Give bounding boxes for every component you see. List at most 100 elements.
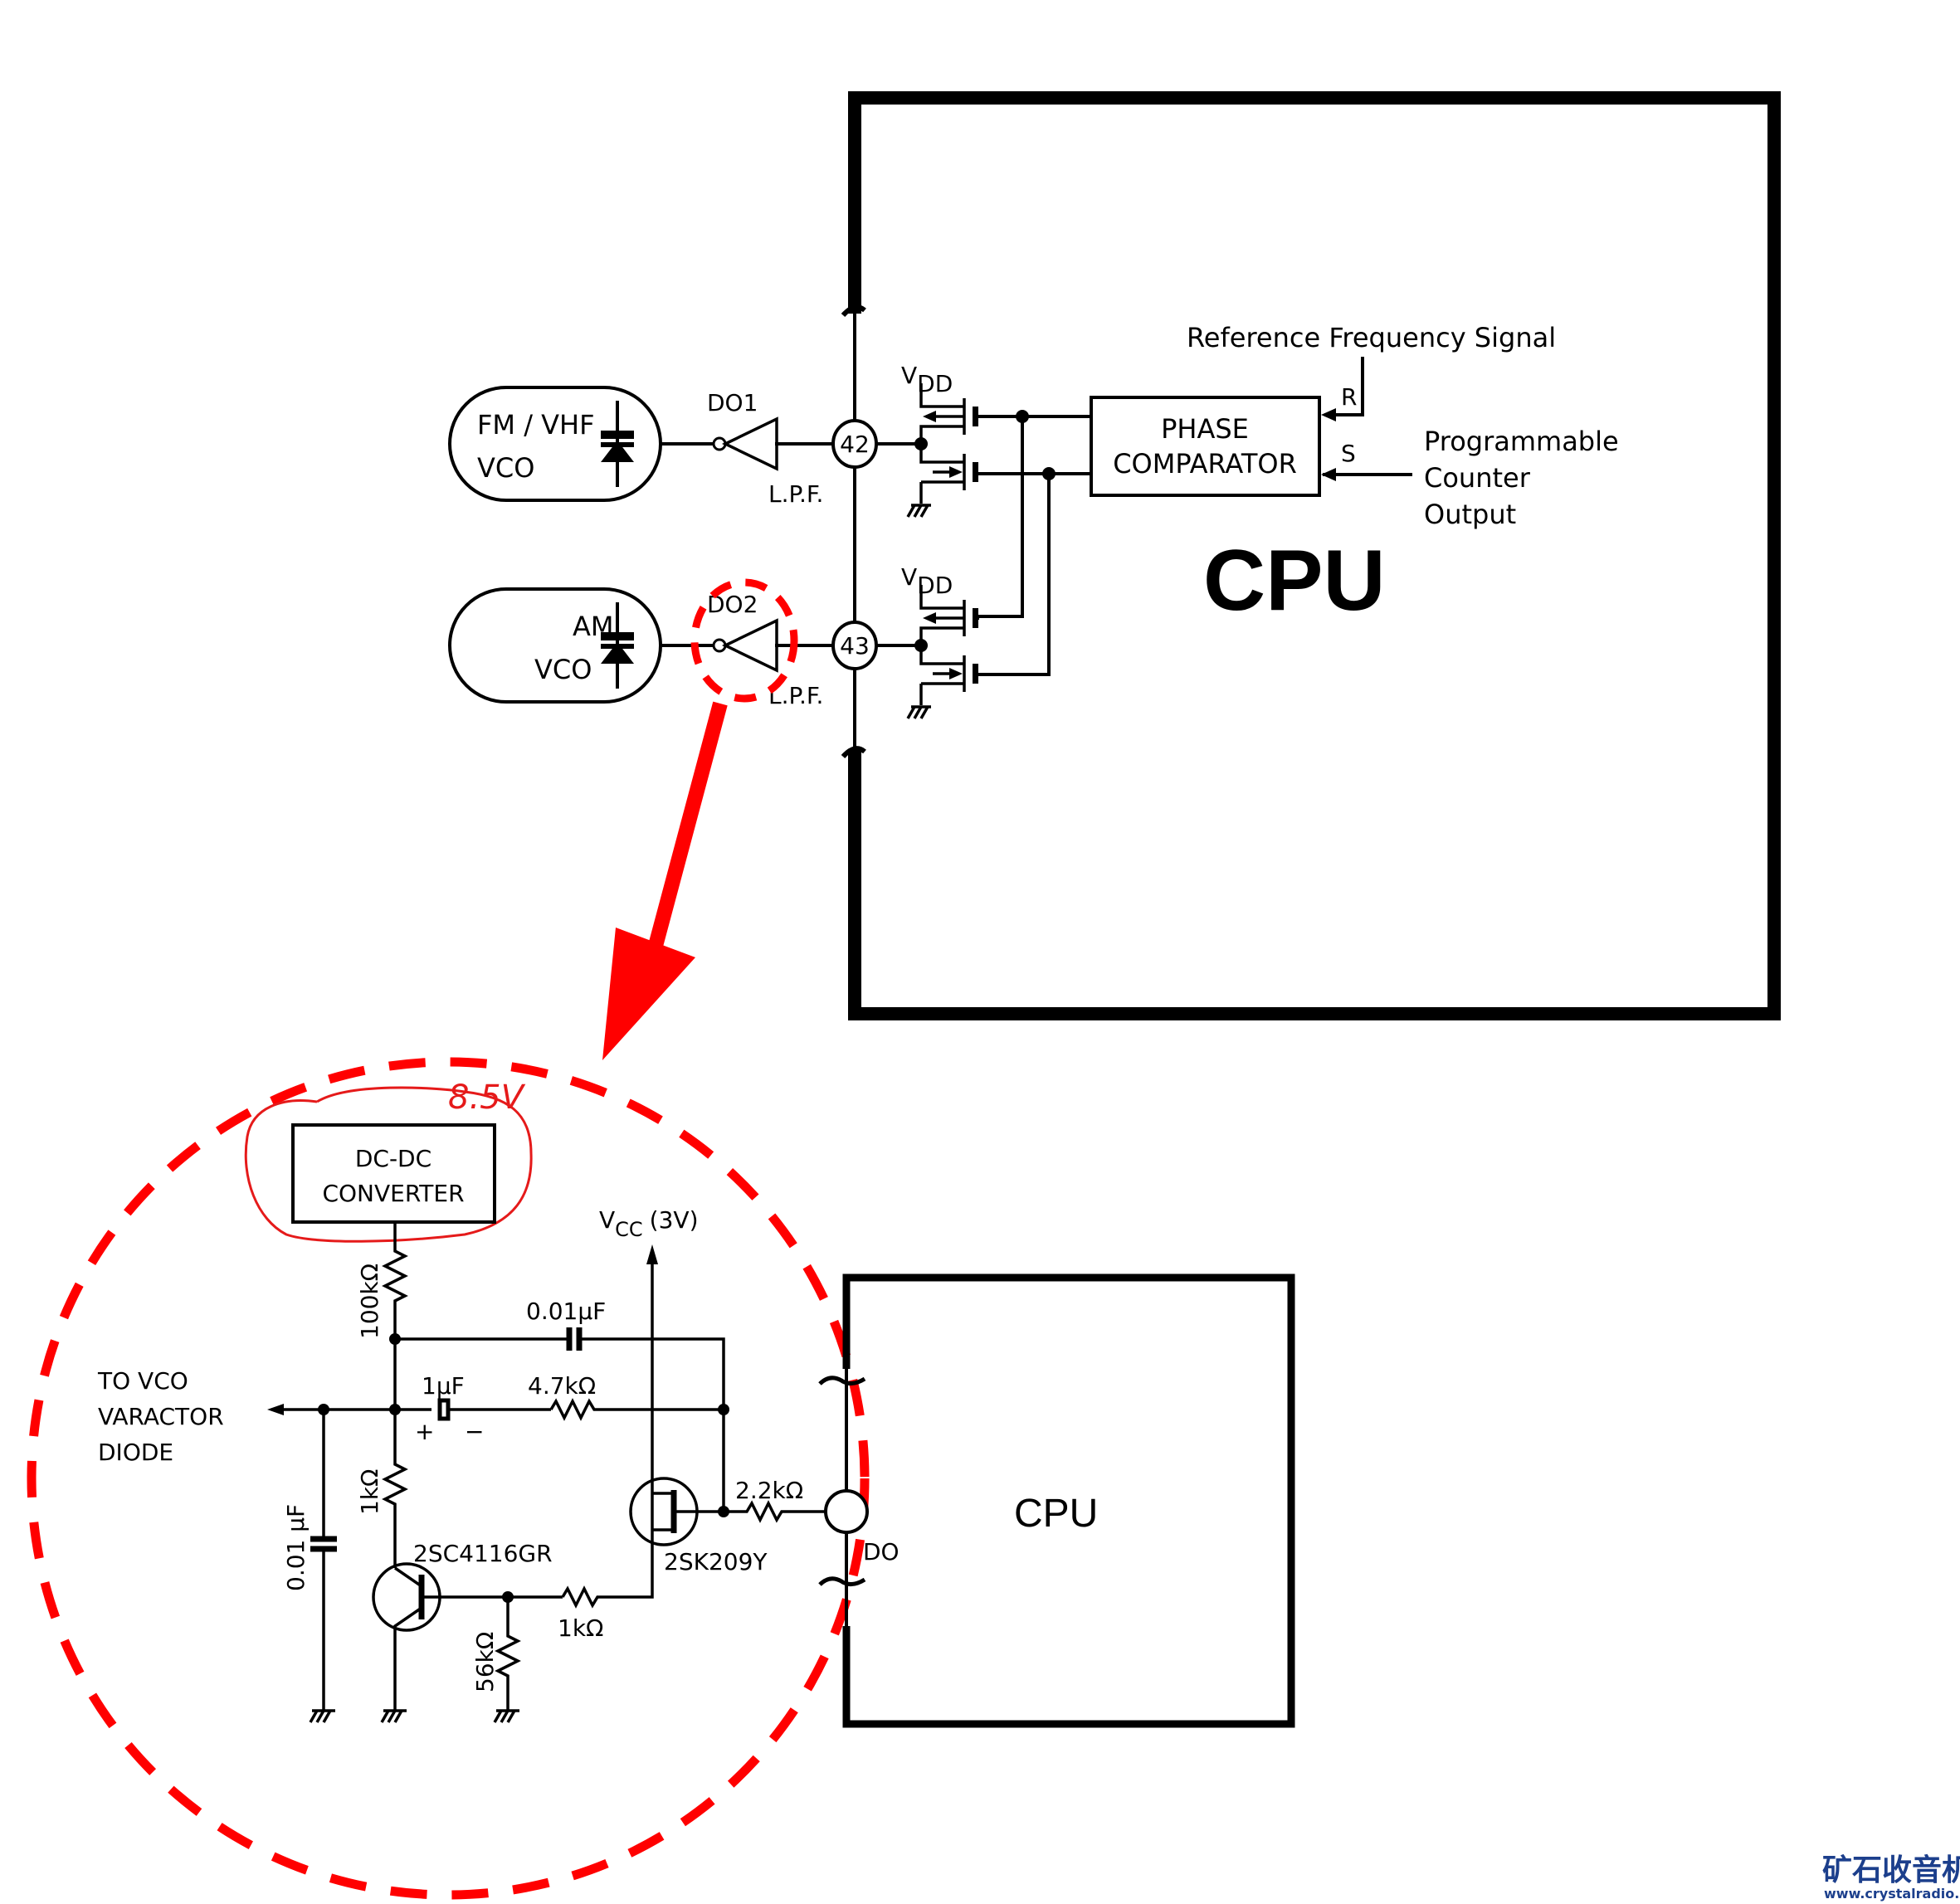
- varactor-plate-icon: [601, 632, 634, 640]
- transistor-q1-label: 2SC4116GR: [413, 1540, 553, 1567]
- output-arrow: [267, 1404, 284, 1415]
- vco-line2: VCO: [477, 452, 534, 484]
- vdd-label: VDD: [901, 362, 953, 397]
- nmos-arrow-icon: [949, 668, 963, 679]
- nmos-arrow-icon: [949, 466, 963, 478]
- transistor-emitter: [393, 1606, 422, 1711]
- phase-comparator-box: [1090, 396, 1321, 497]
- capacitor-minus-sign: −: [465, 1418, 484, 1445]
- transistor-q2-label: 2SK209Y: [664, 1548, 768, 1575]
- vdd-label: VDD: [901, 563, 953, 599]
- pmos-gate: [973, 608, 978, 628]
- dcdc-line1: DC-DC: [355, 1145, 431, 1172]
- varactor-diode-icon: [601, 441, 634, 462]
- resistor-4k7: [549, 1398, 724, 1421]
- break-mark-lower: [818, 1576, 866, 1586]
- transistor-collector: [394, 1566, 422, 1588]
- break-mark-upper: [841, 304, 866, 318]
- phase-comparator-line1: PHASE: [1161, 413, 1249, 445]
- dcdc-highlight-scribble: [244, 1086, 533, 1243]
- nmos-gate: [973, 462, 978, 482]
- resistor-100k-label: 100kΩ: [356, 1264, 383, 1339]
- r-input-label: R: [1341, 383, 1357, 411]
- bottom-cpu-label: CPU: [1014, 1492, 1098, 1536]
- lpf-label: L.P.F.: [768, 480, 823, 508]
- watermark-url: www.crystalradio.cn: [1824, 1886, 1960, 1902]
- break-mark-upper: [818, 1376, 866, 1385]
- up-signal-branch: [976, 415, 1024, 618]
- resistor-2k2: [724, 1500, 825, 1523]
- to-vco-line3: DIODE: [98, 1439, 173, 1466]
- vcc-arrow: [646, 1244, 658, 1264]
- nmos-gate: [973, 664, 978, 684]
- top-cpu-block: CPU: [841, 91, 1781, 1020]
- s-input-label: S: [1341, 440, 1356, 467]
- dcdc-line2: CONVERTER: [322, 1180, 464, 1207]
- buffer-triangle-icon: [721, 618, 778, 673]
- red-annotation: 8.5V: [27, 578, 870, 1900]
- reference-frequency-label: Reference Frequency Signal: [1187, 322, 1556, 353]
- bottom-cpu-block: DO CPU: [818, 1273, 1295, 1728]
- do-pin-label: DO: [863, 1538, 900, 1566]
- capacitor-plus-sign: +: [415, 1418, 434, 1445]
- resistor-56k: [495, 1597, 521, 1711]
- nmos-channel: [919, 645, 964, 705]
- varactor-diode-icon: [601, 642, 634, 664]
- dcdc-converter-box: [291, 1123, 496, 1224]
- to-vco-line1: TO VCO: [97, 1367, 188, 1395]
- resistor-1k-upper: [382, 1410, 408, 1568]
- electrolytic-capacitor: [437, 1398, 451, 1421]
- highlight-arrow-head: [602, 928, 695, 1060]
- to-vco-line2: VARACTOR: [98, 1403, 224, 1430]
- r-input-arrow: [1321, 408, 1336, 421]
- handwritten-voltage: 8.5V: [448, 1079, 526, 1117]
- s-input-arrow: [1321, 468, 1336, 481]
- ground-icon: [493, 1709, 519, 1723]
- pmos-gate: [973, 407, 978, 426]
- do2-highlight-circle: [690, 578, 798, 703]
- do-pin: [824, 1489, 869, 1534]
- buffer-triangle-icon: [721, 416, 778, 471]
- top-cpu-outline: [848, 91, 1781, 1020]
- detail-highlight-circle: [27, 1057, 870, 1900]
- ground-icon: [906, 504, 931, 518]
- phase-comparator-line2: COMPARATOR: [1113, 448, 1297, 480]
- down-signal-branch: [976, 472, 1051, 676]
- ground-icon: [380, 1709, 407, 1723]
- bottom-cpu-outline: [842, 1273, 1295, 1728]
- resistor-1k-lower-label: 1kΩ: [558, 1614, 603, 1642]
- nmos-channel: [919, 444, 964, 504]
- pmos-channel: [919, 585, 964, 645]
- capacitor-top-label: 0.01μF: [526, 1298, 606, 1325]
- watermark-title: 矿石收音机: [1822, 1853, 1960, 1887]
- resistor-1k-upper-label: 1kΩ: [356, 1469, 383, 1515]
- capacitor-1u-label: 1μF: [422, 1372, 465, 1400]
- pmos-arrow-icon: [923, 612, 936, 624]
- capacitor-left-label: 0.01 μF: [282, 1504, 310, 1591]
- highlight-arrow-shaft: [648, 701, 728, 948]
- resistor-4k7-label: 4.7kΩ: [528, 1372, 596, 1400]
- varactor-plate-icon: [601, 431, 634, 439]
- resistor-100k: [382, 1222, 408, 1339]
- detail-circuit: DC-DC CONVERTER 100kΩ 0.01μF TO VCO VARA…: [97, 1123, 825, 1723]
- watermark: 矿石收音机 www.crystalradio.cn: [1822, 1853, 1960, 1902]
- programmable-counter-line2: Counter: [1424, 462, 1531, 494]
- vcc-label: VCC(3V): [599, 1206, 699, 1241]
- programmable-counter-line3: Output: [1424, 499, 1516, 530]
- jfet-channel: [652, 1492, 674, 1531]
- resistor-1k-lower: [561, 1503, 654, 1609]
- varactor-bar: [601, 442, 634, 447]
- driver-label: DO1: [707, 389, 758, 416]
- programmable-counter-line1: Programmable: [1424, 426, 1619, 457]
- phase-comparator: PHASE COMPARATOR: [1090, 396, 1321, 497]
- pmos-arrow-icon: [923, 411, 936, 422]
- vco-line2: VCO: [534, 654, 592, 685]
- resistor-2k2-label: 2.2kΩ: [735, 1477, 803, 1504]
- wire: [579, 1337, 725, 1410]
- top-cpu-label: CPU: [1203, 533, 1386, 629]
- reference-wire: [1324, 357, 1364, 416]
- vco-line1: FM / VHF: [477, 409, 595, 441]
